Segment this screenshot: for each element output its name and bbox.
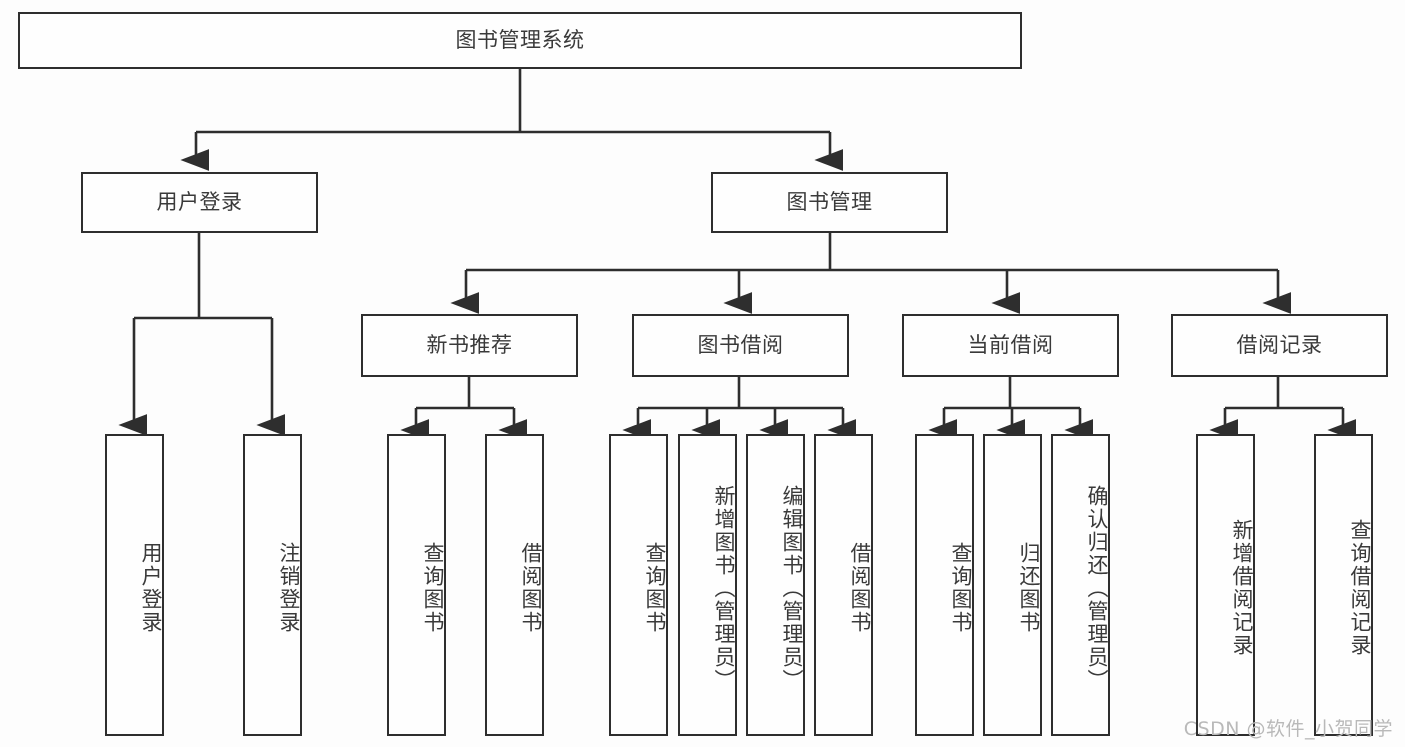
node-new-book-recommend[interactable]: 新书推荐 — [361, 314, 578, 377]
node-label: 新增借阅记录 — [1230, 519, 1254, 657]
node-label: 图书管理系统 — [455, 28, 585, 53]
watermark-text: CSDN @软件_小贺同学 — [1183, 718, 1393, 740]
node-label: 图书借阅 — [697, 333, 784, 358]
node-label: 查询图书 — [949, 542, 973, 634]
node-label: 归还图书 — [1017, 542, 1041, 634]
leaf-book-borrow-query-book[interactable]: 查询图书 — [609, 434, 668, 736]
node-label: 用户登录 — [156, 190, 243, 215]
leaf-borrow-record-add-record[interactable]: 新增借阅记录 — [1196, 434, 1255, 736]
node-label: 借阅记录 — [1236, 333, 1323, 358]
node-root-book-management-system[interactable]: 图书管理系统 — [18, 12, 1022, 69]
node-user-login[interactable]: 用户登录 — [81, 172, 318, 233]
node-current-borrow[interactable]: 当前借阅 — [902, 314, 1119, 377]
leaf-new-book-borrow-book[interactable]: 借阅图书 — [485, 434, 544, 736]
node-label: 图书管理 — [786, 190, 873, 215]
node-book-management[interactable]: 图书管理 — [711, 172, 948, 233]
leaf-book-borrow-borrow-book[interactable]: 借阅图书 — [814, 434, 873, 736]
node-label: 当前借阅 — [967, 333, 1054, 358]
node-label: 借阅图书 — [848, 542, 872, 634]
node-label: 确认归还（管理员） — [1085, 484, 1109, 692]
node-borrow-record[interactable]: 借阅记录 — [1171, 314, 1388, 377]
node-label: 借阅图书 — [519, 542, 543, 634]
node-label: 查询图书 — [643, 542, 667, 634]
node-label: 新增图书（管理员） — [712, 484, 736, 692]
node-label: 编辑图书（管理员） — [780, 484, 804, 692]
leaf-current-borrow-return-book[interactable]: 归还图书 — [983, 434, 1042, 736]
node-label: 注销登录 — [277, 542, 301, 634]
leaf-book-borrow-edit-book-admin[interactable]: 编辑图书（管理员） — [746, 434, 805, 736]
node-label: 新书推荐 — [426, 333, 513, 358]
leaf-current-borrow-confirm-return-admin[interactable]: 确认归还（管理员） — [1051, 434, 1110, 736]
node-book-borrow[interactable]: 图书借阅 — [632, 314, 849, 377]
node-label: 查询借阅记录 — [1348, 519, 1372, 657]
node-label: 用户登录 — [139, 542, 163, 634]
leaf-current-borrow-query-book[interactable]: 查询图书 — [915, 434, 974, 736]
leaf-user-login-logout[interactable]: 注销登录 — [243, 434, 302, 736]
leaf-new-book-query-book[interactable]: 查询图书 — [387, 434, 446, 736]
leaf-user-login-login[interactable]: 用户登录 — [105, 434, 164, 736]
leaf-borrow-record-query-record[interactable]: 查询借阅记录 — [1314, 434, 1373, 736]
node-label: 查询图书 — [421, 542, 445, 634]
leaf-book-borrow-add-book-admin[interactable]: 新增图书（管理员） — [678, 434, 737, 736]
